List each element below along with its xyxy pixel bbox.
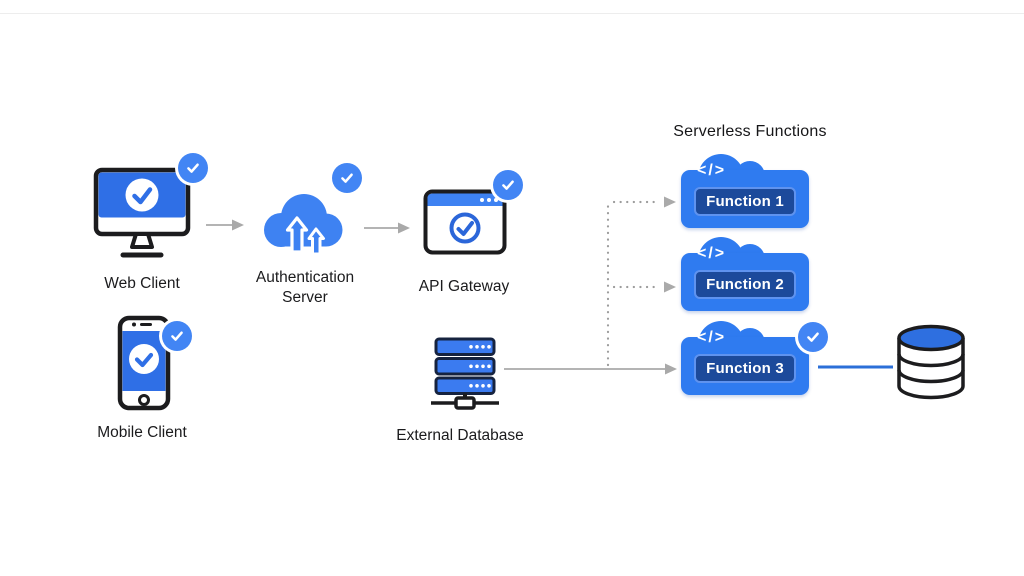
external-database-label: External Database — [396, 427, 524, 444]
browser-check-icon — [423, 189, 507, 255]
verified-check-badge — [162, 321, 192, 351]
code-icon: </> — [697, 245, 727, 262]
monitor-check-icon — [93, 167, 191, 258]
top-divider — [0, 13, 1024, 14]
check-icon — [171, 331, 183, 341]
arrow-web-to-auth — [206, 219, 244, 231]
check-icon — [807, 332, 819, 342]
function-3-label: Function 3 — [694, 354, 796, 383]
code-icon: </> — [697, 329, 727, 346]
mobile-client-label: Mobile Client — [97, 424, 187, 441]
dotted-arrow-to-function2 — [612, 281, 676, 293]
auth-server-label: Authentication Server — [255, 269, 355, 306]
code-icon: </> — [697, 162, 727, 179]
verified-check-badge — [798, 322, 828, 352]
check-icon — [187, 163, 199, 173]
function-1-label: Function 1 — [694, 187, 796, 216]
dotted-arrow-to-function1 — [612, 196, 676, 208]
function-1-node: </> Function 1 — [681, 154, 809, 228]
web-client-label: Web Client — [104, 275, 180, 292]
function-2-label: Function 2 — [694, 270, 796, 299]
cloud-upload-icon — [264, 194, 343, 256]
function-3-node: </> Function 3 — [681, 321, 809, 395]
check-icon — [502, 180, 514, 190]
database-cylinder-icon — [897, 324, 965, 400]
api-gateway-label: API Gateway — [418, 278, 510, 295]
arrow-auth-to-api — [364, 222, 410, 234]
server-stack-icon — [431, 337, 499, 410]
serverless-functions-title: Serverless Functions — [673, 123, 827, 140]
smartphone-check-icon — [117, 315, 171, 411]
verified-check-badge — [332, 163, 362, 193]
verified-check-badge — [493, 170, 523, 200]
arrow-db-to-function3 — [504, 363, 677, 375]
check-icon — [341, 173, 353, 183]
function-2-node: </> Function 2 — [681, 237, 809, 311]
verified-check-badge — [178, 153, 208, 183]
